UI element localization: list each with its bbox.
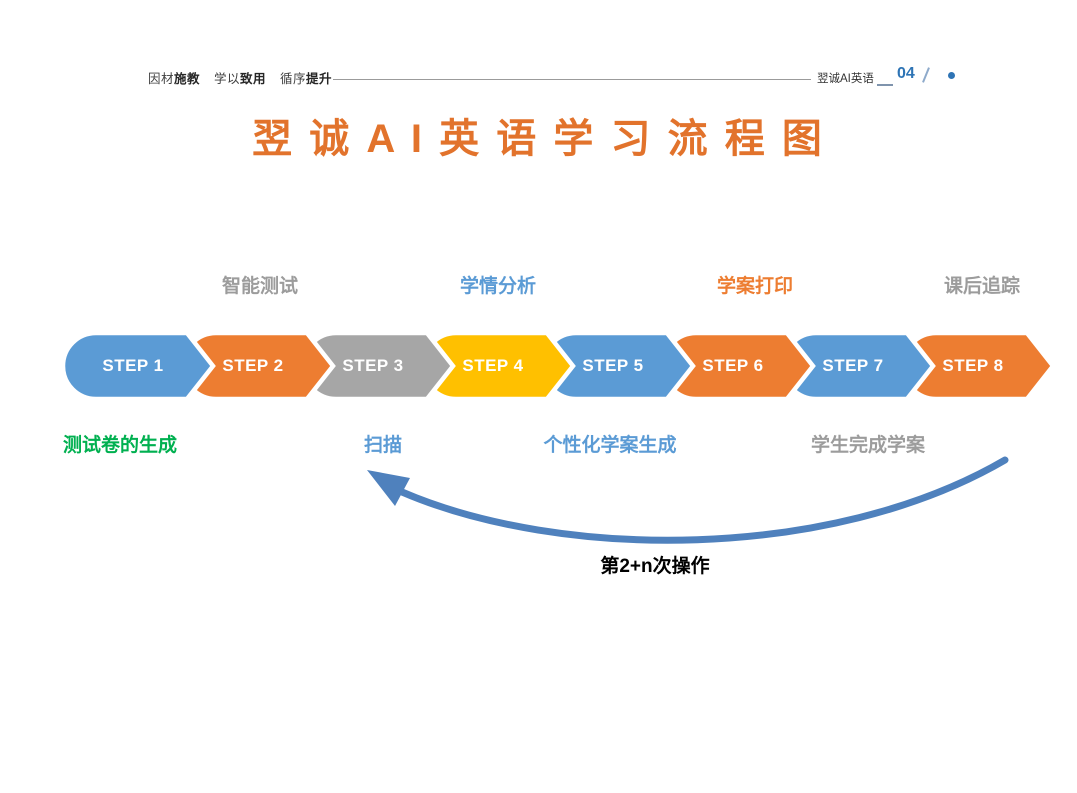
- step-label-8: STEP 8: [942, 356, 1004, 375]
- slogan-part: 学以致用: [214, 72, 266, 86]
- phase-label-top-3: 学案打印: [716, 276, 793, 297]
- slogan-bold: 施教: [174, 72, 201, 86]
- step-label-5: STEP 5: [582, 356, 644, 375]
- step-label-7: STEP 7: [822, 356, 884, 375]
- step-label-2: STEP 2: [222, 356, 284, 375]
- page-number-underline: [877, 84, 893, 86]
- step-label-6: STEP 6: [702, 356, 764, 375]
- slogan-text: 因材施教 学以致用 循序提升: [148, 68, 342, 87]
- step-label-1: STEP 1: [102, 356, 164, 375]
- phase-label-bottom-1: 测试卷的生成: [62, 435, 177, 456]
- step-label-3: STEP 3: [342, 356, 404, 375]
- phase-label-top-1: 智能测试: [221, 276, 298, 297]
- phase-label-top-4: 课后追踪: [943, 276, 1020, 297]
- slogan-part: 循序提升: [280, 72, 332, 86]
- phase-label-top-2: 学情分析: [459, 276, 536, 297]
- step-shape-1: [60, 330, 216, 402]
- page-number: 04: [897, 65, 915, 82]
- loop-arrow-label: 第2+n次操作: [600, 556, 710, 577]
- slogan-regular: 因材: [148, 72, 175, 86]
- slogan-bold: 提升: [306, 72, 333, 86]
- step-label-4: STEP 4: [462, 356, 524, 375]
- slogan-bold: 致用: [240, 72, 267, 86]
- slogan-regular: 循序: [280, 72, 307, 86]
- phase-label-bottom-2: 扫描: [363, 435, 402, 456]
- brand-text: 翌诚AI英语: [817, 73, 874, 85]
- slogan-part: 因材施教: [148, 72, 200, 86]
- page-title: 翌 诚 A I 英 语 学 习 流 程 图: [252, 117, 825, 161]
- loop-arrow-curve: [398, 456, 1009, 544]
- header-divider-line: [333, 79, 811, 80]
- phase-label-bottom-4: 学生完成学案: [810, 435, 925, 456]
- dot-decoration: [948, 72, 955, 79]
- slogan-regular: 学以: [214, 72, 241, 86]
- loop-arrow-head: [367, 470, 410, 506]
- phase-label-bottom-3: 个性化学案生成: [543, 435, 677, 456]
